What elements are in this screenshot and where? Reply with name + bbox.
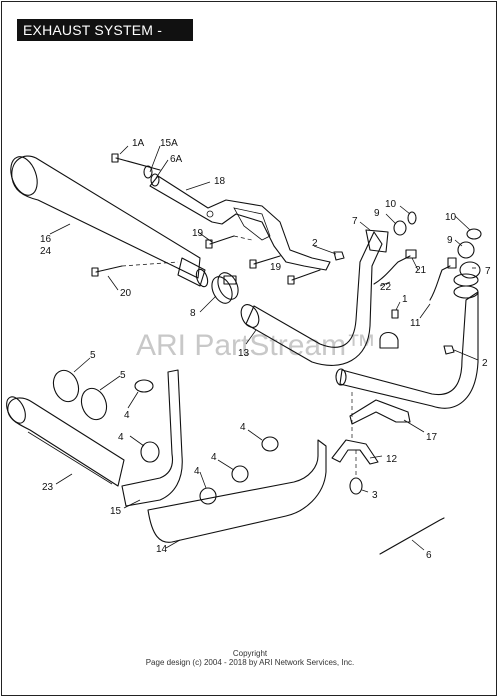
callout-1: 1 bbox=[402, 294, 408, 305]
watermark-text: ARI PartStream™ bbox=[136, 329, 376, 362]
callout-9-left: 9 bbox=[374, 208, 380, 219]
pipe-clamps bbox=[52, 369, 279, 505]
callout-4-d: 4 bbox=[211, 452, 217, 463]
rear-header-pipe bbox=[240, 229, 389, 366]
callout-5-left: 5 bbox=[90, 350, 96, 361]
footer-copyright: Copyright bbox=[232, 649, 268, 658]
callout-12: 12 bbox=[386, 454, 398, 465]
footer-page-design: Page design (c) 2004 - 2018 by ARI Netwo… bbox=[145, 658, 355, 667]
callout-8: 8 bbox=[190, 308, 196, 319]
callout-15: 15 bbox=[110, 506, 122, 517]
mount-bolts-top bbox=[111, 153, 161, 187]
muffler-bracket bbox=[149, 175, 331, 271]
lower-pipes bbox=[121, 369, 327, 543]
callout-19-upper: 19 bbox=[192, 228, 204, 239]
callout-13: 13 bbox=[238, 348, 250, 359]
callout-22: 22 bbox=[380, 282, 392, 293]
callout-21: 21 bbox=[415, 265, 427, 276]
clamp-8 bbox=[211, 272, 239, 304]
lower-muffler bbox=[6, 396, 125, 487]
callout-11: 11 bbox=[410, 318, 421, 329]
callout-5-right: 5 bbox=[120, 370, 126, 381]
bolts-19-20 bbox=[91, 235, 321, 285]
callout-24: 24 bbox=[40, 246, 52, 257]
callout-18: 18 bbox=[214, 176, 226, 187]
leader-lines bbox=[49, 145, 479, 551]
callout-4-b: 4 bbox=[118, 432, 124, 443]
callout-1A: 1A bbox=[132, 138, 145, 149]
callout-16: 16 bbox=[40, 234, 52, 245]
callouts: 1A 15A 6A 18 16 24 19 19 20 2 7 9 10 10 … bbox=[40, 138, 491, 561]
callout-6A: 6A bbox=[170, 154, 183, 165]
callout-10-left: 10 bbox=[385, 199, 397, 210]
gaskets-sensors bbox=[333, 211, 482, 355]
cable-tie bbox=[379, 517, 445, 555]
callout-4-c: 4 bbox=[194, 466, 200, 477]
callout-10-right: 10 bbox=[445, 212, 457, 223]
callout-4-a: 4 bbox=[124, 410, 130, 421]
callout-20: 20 bbox=[120, 288, 132, 299]
callout-3: 3 bbox=[372, 490, 378, 501]
front-header-pipe bbox=[335, 273, 479, 409]
lower-brackets bbox=[331, 392, 411, 495]
callout-4-e: 4 bbox=[240, 422, 246, 433]
callout-6: 6 bbox=[426, 550, 432, 561]
upper-muffler bbox=[10, 155, 209, 288]
callout-14: 14 bbox=[156, 544, 168, 555]
callout-7-right: 7 bbox=[485, 266, 491, 277]
callout-9-right: 9 bbox=[447, 235, 453, 246]
callout-2-upper: 2 bbox=[312, 238, 318, 249]
page-title: EXHAUST SYSTEM - FLD bbox=[17, 19, 193, 60]
callout-19-lower: 19 bbox=[270, 262, 282, 273]
callout-7-left: 7 bbox=[352, 216, 358, 227]
callout-17: 17 bbox=[426, 432, 438, 443]
callout-23: 23 bbox=[42, 482, 54, 493]
callout-15A: 15A bbox=[160, 138, 178, 149]
callout-2-lower: 2 bbox=[482, 358, 488, 369]
